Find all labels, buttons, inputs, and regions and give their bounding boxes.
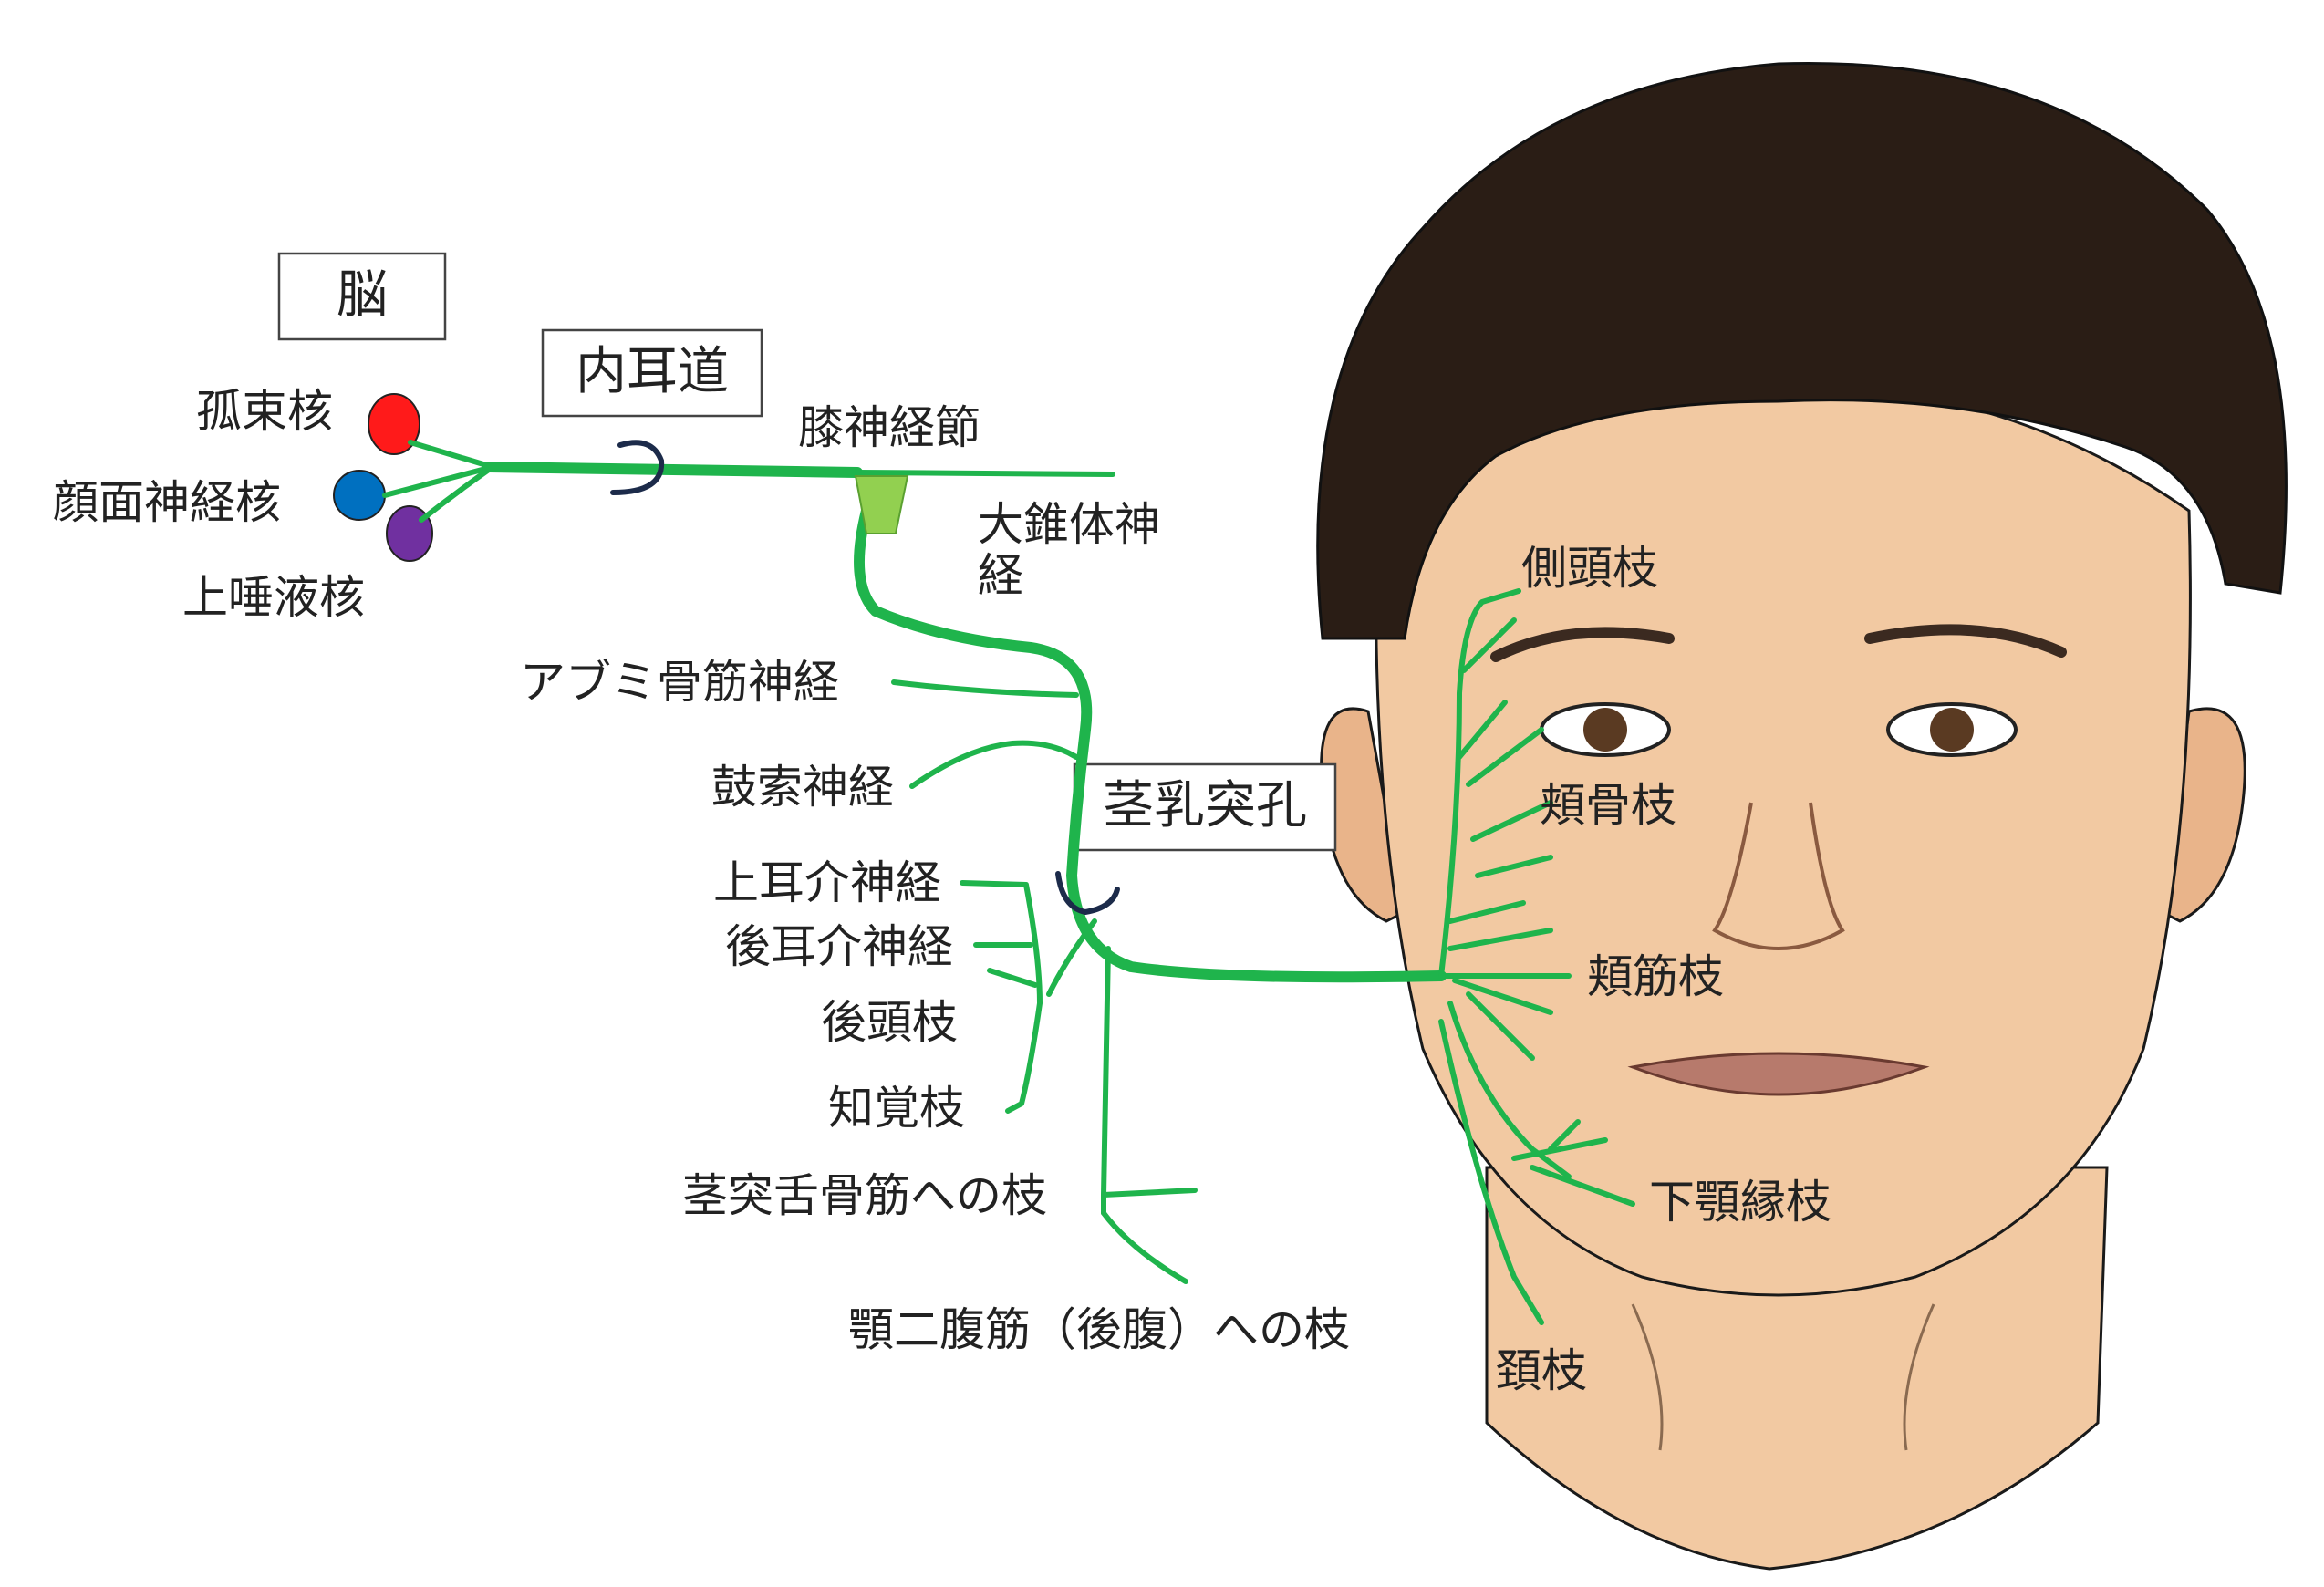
- face-illustration: [1316, 61, 2288, 1571]
- brain-box-label: 脳: [337, 265, 388, 325]
- nerve-pathway: [382, 440, 1635, 1325]
- right-iris: [1930, 708, 1974, 752]
- superior-salivatory-nucleus-label: 上唾液核: [182, 571, 365, 624]
- stylomastoid-foramen-label: 茎乳突孔: [1103, 776, 1307, 835]
- greater-petrosal-label-1: 大錐体神: [978, 498, 1160, 551]
- stylomastoid-foramen-box: [1073, 762, 1337, 852]
- internal-auditory-canal-marker: [610, 440, 665, 495]
- hair: [1316, 61, 2288, 640]
- stapedius-nerve-label: アブミ骨筋神経: [520, 656, 839, 709]
- superior-auricular-label: 上耳介神経: [713, 856, 941, 909]
- left-iris: [1583, 708, 1627, 752]
- sensory-branch-label: 知覚枝: [828, 1082, 965, 1135]
- marginal-mandibular-branch-label: 下顎縁枝: [1649, 1176, 1831, 1229]
- occipital-branch-label: 後頭枝: [821, 996, 958, 1049]
- buccal-branch-label: 頬筋枝: [1587, 950, 1724, 1003]
- digastric-branch-label: 顎二腹筋（後腹）への枝: [848, 1303, 1350, 1356]
- cervical-branch-label: 頚枝: [1496, 1344, 1587, 1397]
- solitary-nucleus-label: 孤束核: [196, 385, 333, 438]
- zygomatic-branch-label: 頬骨枝: [1540, 779, 1676, 832]
- chorda-tympani-label: 鼓索神経: [711, 761, 894, 814]
- facial-nucleus-label: 顔面神経核: [53, 476, 281, 529]
- internal-auditory-canal-label: 内耳道: [576, 342, 729, 401]
- neck-line-right: [1903, 1303, 1935, 1451]
- stylohyoid-branch-label: 茎突舌骨筋への枝: [682, 1169, 1047, 1222]
- geniculate-ganglion-label: 膝神経節: [798, 401, 980, 454]
- mouth: [1627, 1052, 1930, 1096]
- stylomastoid-foramen-marker: [1055, 871, 1120, 916]
- neck-line-left: [1631, 1303, 1664, 1451]
- geniculate-ganglion: [854, 475, 909, 534]
- nose: [1712, 802, 1845, 950]
- right-eyebrow: [1864, 624, 2067, 658]
- left-eyebrow: [1490, 627, 1675, 662]
- greater-petrosal-label-2: 経: [978, 549, 1023, 602]
- temporal-branch-label: 側頭枝: [1521, 542, 1658, 595]
- facial-nucleus: [333, 470, 386, 521]
- brain-box: [277, 252, 447, 341]
- internal-auditory-canal-box: [541, 328, 763, 418]
- posterior-auricular-label: 後耳介神経: [725, 920, 953, 973]
- face-skin: [1375, 381, 2192, 1297]
- solitary-nucleus: [368, 393, 420, 455]
